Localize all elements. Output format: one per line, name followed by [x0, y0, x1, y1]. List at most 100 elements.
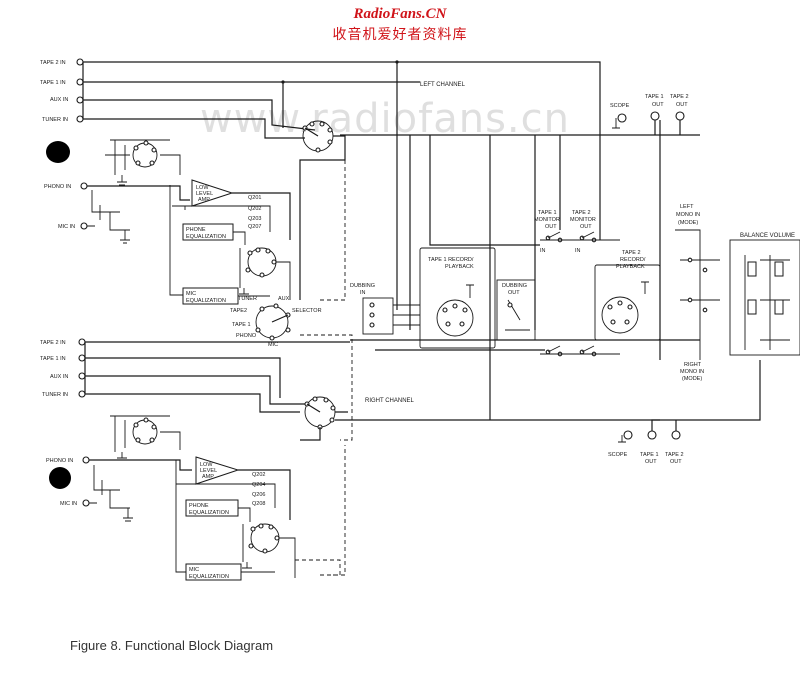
right-mic-jack-icon [82, 499, 90, 507]
left-mono-l2: MONO IN [676, 212, 700, 218]
left-punch-hole-icon [46, 141, 70, 163]
selector-aux: AUX [278, 296, 290, 302]
bottom-output-jacks: SCOPE TAPE 1 OUT TAPE 2 OUT [608, 419, 684, 465]
selector-tape2: TAPE2 [230, 308, 247, 314]
left-mono-l3: (MODE) [678, 220, 698, 226]
monitor-t1-l2: MONITOR [534, 217, 560, 223]
bottom-tape1-out-l1: TAPE 1 [640, 452, 659, 458]
dubbing-out-l1: DUBBING [502, 283, 527, 289]
figure-caption: Figure 8. Functional Block Diagram [70, 638, 274, 653]
top-tape1-out-l1: TAPE 1 [645, 94, 664, 100]
top-scope-label: SCOPE [610, 103, 630, 109]
right-input-jacks: TAPE 2 IN TAPE 1 IN AUX IN TUNER IN [40, 338, 350, 413]
dubbing-out-l2: OUT [508, 290, 520, 296]
right-phono-mic-inputs: PHONO IN MIC IN [46, 456, 192, 522]
selector-mic: MIC [268, 342, 278, 348]
site-title: RadioFans.CN [353, 6, 447, 22]
left-phono-mic-inputs: PHONO IN MIC IN [44, 182, 190, 244]
monitor-t1-l1: TAPE 1 [538, 210, 557, 216]
right-eq-switch-icon [242, 523, 296, 578]
monitor-t1-l3: OUT [545, 224, 557, 230]
selector-tape1: TAPE 1 [232, 322, 251, 328]
left-input-jacks: TAPE 2 IN TAPE 1 IN AUX IN TUNER IN [40, 58, 84, 123]
monitor-in1: IN [540, 248, 546, 254]
right-mic-eq-l1: MIC [189, 567, 199, 573]
main-selector-switch-icon [255, 303, 291, 341]
dubbing-in-block: DUBBING IN [350, 283, 420, 335]
selector-labels: TUNER AUX TAPE2 TAPE 1 PHONO MIC SELECTO… [230, 296, 322, 348]
left-mono-block: LEFT MONO IN (MODE) [675, 204, 720, 360]
balance-volume-label: BALANCE VOLUME [740, 233, 795, 239]
top-scope-jack-icon [617, 113, 627, 123]
left-aux-jack-icon [76, 96, 84, 104]
left-mono-l1: LEFT [680, 204, 694, 210]
left-input-bus [82, 60, 601, 139]
right-mono-l3: (MODE) [682, 376, 702, 382]
right-aux-jack-icon [78, 372, 86, 380]
left-input-selector-switch-icon [299, 120, 346, 300]
left-phono-jack-icon [80, 182, 88, 190]
right-aux-in-label: AUX IN [50, 374, 68, 380]
left-phono-in-label: PHONO IN [44, 184, 71, 190]
left-phone-eq-l2: EQUALIZATION [186, 234, 226, 240]
right-tape2-jack-icon [78, 338, 86, 346]
left-mic-eq: MIC EQUALIZATION [182, 287, 270, 305]
right-amp-line2: LEVEL [200, 468, 217, 474]
right-dashed-vertical [320, 445, 346, 576]
right-mono-l1: RIGHT [684, 362, 702, 368]
top-tape1-out-jack-icon [650, 111, 660, 121]
dubbing-in-l2: IN [360, 290, 366, 296]
tape2-record-l1: TAPE 2 [622, 250, 641, 256]
balance-volume-block: BALANCE VOLUME [729, 233, 800, 356]
right-punch-hole-icon [49, 467, 71, 489]
tape1-record-l1: TAPE 1 RECORD/ [428, 257, 474, 263]
right-phono-in-label: PHONO IN [46, 458, 73, 464]
left-amp-q2: Q202 [248, 206, 261, 212]
monitor-t2-l1: TAPE 2 [572, 210, 591, 216]
bottom-tape1-out-l2: OUT [645, 459, 657, 465]
bottom-tape2-out-jack-icon [671, 430, 681, 440]
selector-phono: PHONO [236, 333, 257, 339]
dubbing-out-block: DUBBING OUT [496, 279, 536, 341]
right-mono-l2: MONO IN [680, 369, 704, 375]
tape2-record-l3: PLAYBACK [616, 264, 645, 270]
tape2-record-l2: RECORD/ [620, 257, 646, 263]
top-output-jacks: SCOPE TAPE 1 OUT TAPE 2 OUT [610, 94, 689, 135]
left-phone-eq-l1: PHONE [186, 227, 206, 233]
right-channel-label: RIGHT CHANNEL [365, 398, 415, 404]
left-mic-jack-icon [80, 222, 88, 230]
right-phone-eq-l2: EQUALIZATION [189, 510, 229, 516]
center-bus-lines [340, 62, 700, 420]
monitor-in2: IN [575, 248, 581, 254]
left-tape1-jack-icon [76, 78, 84, 86]
left-amp-q3: Q203 [248, 216, 261, 222]
left-phone-eq: PHONE EQUALIZATION [169, 185, 246, 296]
left-mode-switch-icon [105, 139, 181, 186]
center-dashed-link [300, 334, 353, 441]
bottom-scope-label: SCOPE [608, 452, 628, 458]
left-tape2-jack-icon [76, 58, 84, 66]
monitor-t2-l2: MONITOR [570, 217, 596, 223]
right-phono-jack-icon [82, 456, 90, 464]
left-low-level-amp: LOW LEVEL AMP Q201 Q202 Q203 Q207 [172, 179, 291, 240]
left-tape2-in-label: TAPE 2 IN [40, 60, 66, 66]
right-tape1-in-label: TAPE 1 IN [40, 356, 66, 362]
left-dashed-link [320, 150, 346, 301]
right-mic-in-label: MIC IN [60, 501, 77, 507]
right-tuner-jack-icon [78, 390, 86, 398]
right-amp-triangle-icon [195, 456, 240, 485]
right-low-level-amp: LOW LEVEL AMP Q202 Q204 Q206 Q208 [176, 456, 291, 520]
right-mic-eq-l2: EQUALIZATION [189, 574, 229, 580]
left-mic-eq-l1: MIC [186, 291, 196, 297]
tape2-record-playback: TAPE 2 RECORD/ PLAYBACK [594, 250, 661, 341]
tape1-record-l2: PLAYBACK [445, 264, 474, 270]
tape-monitor-block: TAPE 1 MONITOR OUT TAPE 2 MONITOR OUT IN… [534, 210, 620, 357]
bottom-tape1-out-jack-icon [647, 430, 657, 440]
right-mic-eq: MIC EQUALIZATION [185, 563, 275, 581]
top-tape2-out-jack-icon [675, 111, 685, 121]
site-subtitle: 收音机爱好者资料库 [332, 27, 468, 43]
left-tape1-in-label: TAPE 1 IN [40, 80, 66, 86]
left-amp-q1: Q201 [248, 195, 261, 201]
